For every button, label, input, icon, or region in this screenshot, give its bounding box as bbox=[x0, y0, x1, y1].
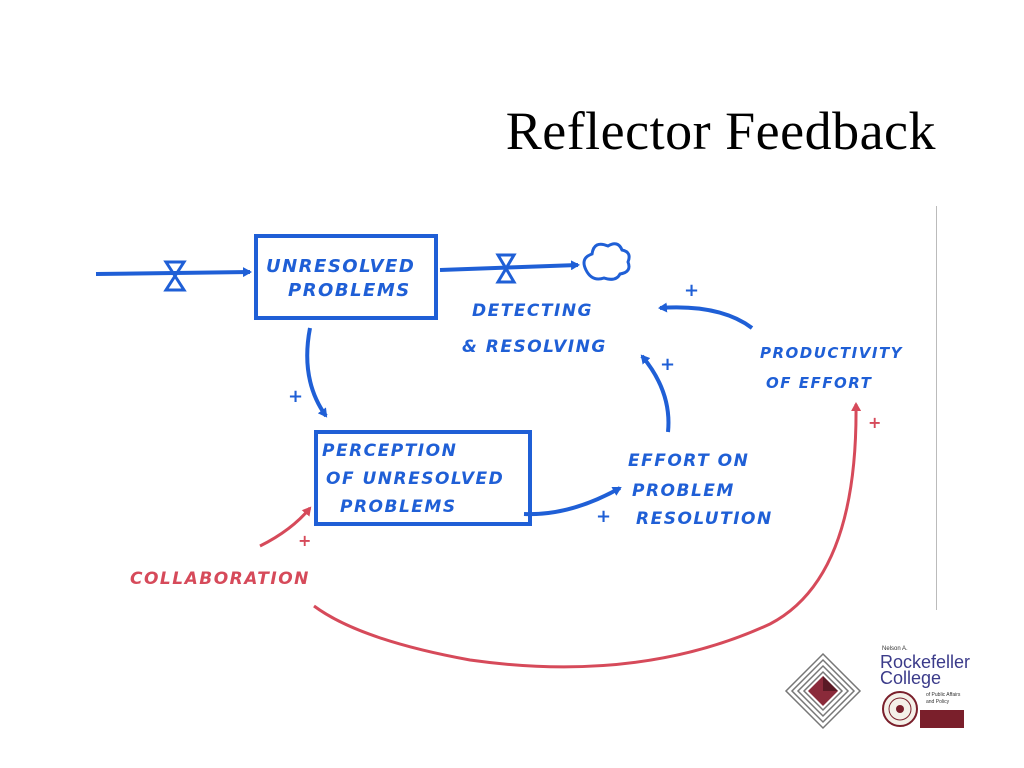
productivity-label-2: OF EFFORT bbox=[766, 374, 873, 392]
logo-sub-line2: and Policy bbox=[926, 699, 950, 705]
polarity-plus-productivity: + bbox=[684, 280, 701, 301]
stock-perception-box bbox=[314, 430, 532, 526]
logo-sub-line1: of Public Affairs bbox=[926, 692, 961, 698]
unresolved-label-1: UNRESOLVED bbox=[266, 256, 415, 277]
college-logo: Nelson A. Rockefeller College of Public … bbox=[784, 644, 970, 744]
divider-line bbox=[936, 206, 937, 610]
detecting-label-1: DETECTING bbox=[472, 301, 593, 321]
diamond-emblem-icon bbox=[784, 652, 862, 730]
logo-bar bbox=[920, 710, 964, 728]
collaboration-label: COLLABORATION bbox=[130, 569, 310, 589]
collaboration-to-perception-arrow bbox=[259, 506, 312, 548]
logo-name-line1: Rockefeller bbox=[880, 652, 971, 672]
polarity-plus-perception: + bbox=[288, 386, 305, 407]
college-wordmark: Nelson A. Rockefeller College of Public … bbox=[880, 644, 970, 730]
unresolved-label-2: PROBLEMS bbox=[288, 280, 411, 301]
stock-unresolved-box bbox=[254, 234, 438, 320]
outflow-arrow bbox=[439, 260, 580, 272]
productivity-to-detecting-arrow bbox=[658, 302, 754, 330]
polarity-plus-effort: + bbox=[596, 506, 613, 527]
collaboration-to-productivity-arrow bbox=[313, 402, 862, 669]
effort-label-3: RESOLUTION bbox=[636, 509, 773, 529]
productivity-label-1: PRODUCTIVITY bbox=[760, 344, 904, 362]
logo-name-line2: College bbox=[880, 668, 942, 688]
effort-to-detecting-arrow bbox=[640, 354, 671, 433]
polarity-plus-collaboration: + bbox=[298, 531, 313, 550]
inflow-valve-icon bbox=[163, 260, 187, 292]
polarity-plus-red: + bbox=[868, 413, 883, 432]
perception-label-1: PERCEPTION bbox=[322, 441, 457, 461]
unresolved-to-perception-arrow bbox=[305, 327, 328, 418]
effort-label-1: EFFORT ON bbox=[628, 451, 749, 471]
polarity-plus-detecting: + bbox=[660, 354, 677, 375]
seal-icon bbox=[882, 691, 918, 727]
outflow-valve-icon bbox=[495, 253, 517, 284]
perception-label-3: PROBLEMS bbox=[340, 497, 457, 517]
slide-title: Reflector Feedback bbox=[505, 101, 936, 161]
detecting-label-2: & RESOLVING bbox=[462, 337, 607, 357]
logo-prefix: Nelson A. bbox=[882, 646, 908, 652]
perception-to-effort-arrow bbox=[523, 486, 622, 517]
effort-label-2: PROBLEM bbox=[632, 481, 735, 501]
sink-cloud-icon bbox=[582, 242, 631, 281]
perception-label-2: OF UNRESOLVED bbox=[326, 469, 504, 489]
